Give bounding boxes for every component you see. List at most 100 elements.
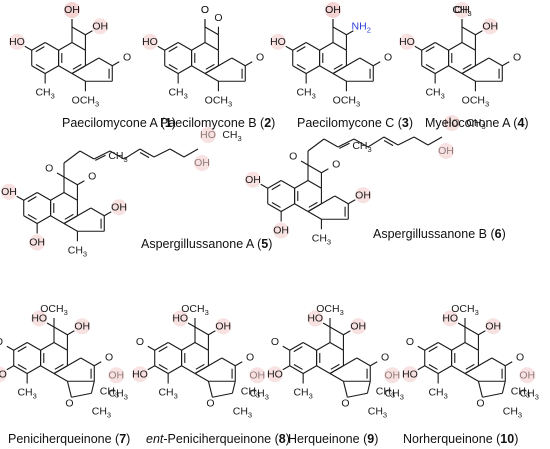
highlight-spot (0, 366, 7, 383)
bond (31, 65, 46, 74)
highlight-spot (200, 127, 216, 143)
bond (307, 138, 325, 152)
caption-aspergillussanone-b: Aspergillussanone B (6) (373, 227, 506, 241)
highlight-spot (482, 18, 499, 35)
bond (36, 192, 51, 201)
highlight-spot (249, 367, 266, 384)
bond (461, 42, 476, 51)
bond (50, 192, 65, 201)
bond (347, 199, 356, 205)
bond (66, 381, 72, 398)
bond (212, 392, 233, 398)
methyl-label: CH3 (250, 387, 269, 401)
bond (169, 148, 185, 158)
methyl-label: CH3 (241, 385, 260, 399)
bond (260, 183, 269, 189)
bond (451, 365, 466, 374)
methyl-label: CH3 (100, 385, 119, 399)
hydroxyl-label: HO (267, 368, 283, 380)
highlight-spot (438, 143, 454, 159)
bond (425, 64, 435, 70)
bond (64, 213, 74, 220)
highlight-spot (442, 310, 459, 327)
bond (296, 46, 306, 53)
bond (421, 42, 436, 51)
hydroxyl-label: OH (355, 189, 371, 201)
bond (154, 365, 169, 374)
bond (221, 357, 236, 367)
structure-ent-peniciherqueinone: HOOCH3OHOHOOCH3OOHCH3CH3CH3 (131, 303, 269, 419)
bond (465, 363, 475, 370)
bond (383, 136, 399, 146)
bond (46, 322, 55, 328)
bond (194, 365, 209, 374)
highlight-spot (215, 318, 232, 335)
highlight-spot (454, 2, 470, 18)
carbonyl-o: O (513, 51, 521, 63)
bond (413, 136, 429, 146)
carbonyl-o: O (384, 51, 392, 63)
methyl-label: CH3 (385, 387, 404, 401)
methyl-label: CH3 (452, 4, 471, 18)
highlight-spot (131, 366, 148, 383)
bond (293, 364, 303, 370)
bond (464, 326, 479, 336)
bond (58, 65, 73, 74)
bond (139, 152, 150, 159)
bond (280, 203, 295, 212)
bond (35, 46, 45, 53)
methoxy-label: OCH3 (462, 94, 490, 108)
bond (448, 65, 463, 74)
bond (147, 345, 156, 351)
carbonyl-o: O (45, 163, 53, 175)
bond (461, 65, 476, 74)
bond (329, 326, 344, 336)
methoxy-label: OCH3 (316, 303, 344, 317)
hydroxyl-label: OH (92, 20, 108, 32)
bond (95, 154, 106, 161)
bond (461, 73, 476, 82)
highlight-spot (325, 2, 341, 18)
structure-peniciherqueinone: HOOCH3OHOHOOCH3OOHCH3CH3CH3 (0, 303, 128, 419)
bond (167, 365, 182, 374)
bond (427, 136, 443, 146)
bond (17, 346, 27, 353)
bond (63, 150, 81, 164)
bond (109, 150, 125, 160)
bond (36, 215, 51, 224)
bond (35, 64, 45, 70)
structure-norherqueinone: HOOCH3OHOHOOCH3OOHCH3CH3CH3 (401, 303, 539, 419)
hydroxyl-label: HO (9, 36, 25, 48)
caption-paecilomycone-c: Paecilomycone C (3) (297, 116, 413, 130)
highlight-spot (307, 310, 324, 327)
highlight-spot (29, 234, 46, 251)
hydroxyl-label: OH (485, 320, 501, 332)
bond (204, 65, 219, 74)
bond (158, 346, 168, 353)
caption-paecilomycone-b: Paecilomycone B (2) (160, 116, 275, 130)
bond (282, 345, 291, 351)
bond (302, 342, 317, 351)
bond (323, 138, 339, 148)
bond (31, 42, 46, 51)
structure-paecilomycone-a: OHOHOHHOOCH3OCH3 (8, 2, 131, 108)
bond (461, 26, 476, 36)
hydroxyl-label: OH (482, 20, 498, 32)
carbonyl-o: O (201, 4, 209, 16)
ring-oxygen: O (206, 397, 214, 409)
highlight-spot (384, 367, 401, 384)
highlight-spot (269, 33, 286, 50)
carbonyl-o: O (123, 51, 131, 63)
bond (451, 342, 466, 351)
hydroxyl-label: OH (350, 320, 366, 332)
bond (13, 342, 28, 351)
bond (6, 365, 15, 371)
bond (372, 61, 381, 67)
bond (54, 363, 64, 370)
bond (296, 64, 306, 70)
bond (234, 361, 243, 367)
bond (367, 136, 385, 148)
bond (208, 330, 216, 336)
bond (164, 65, 179, 74)
